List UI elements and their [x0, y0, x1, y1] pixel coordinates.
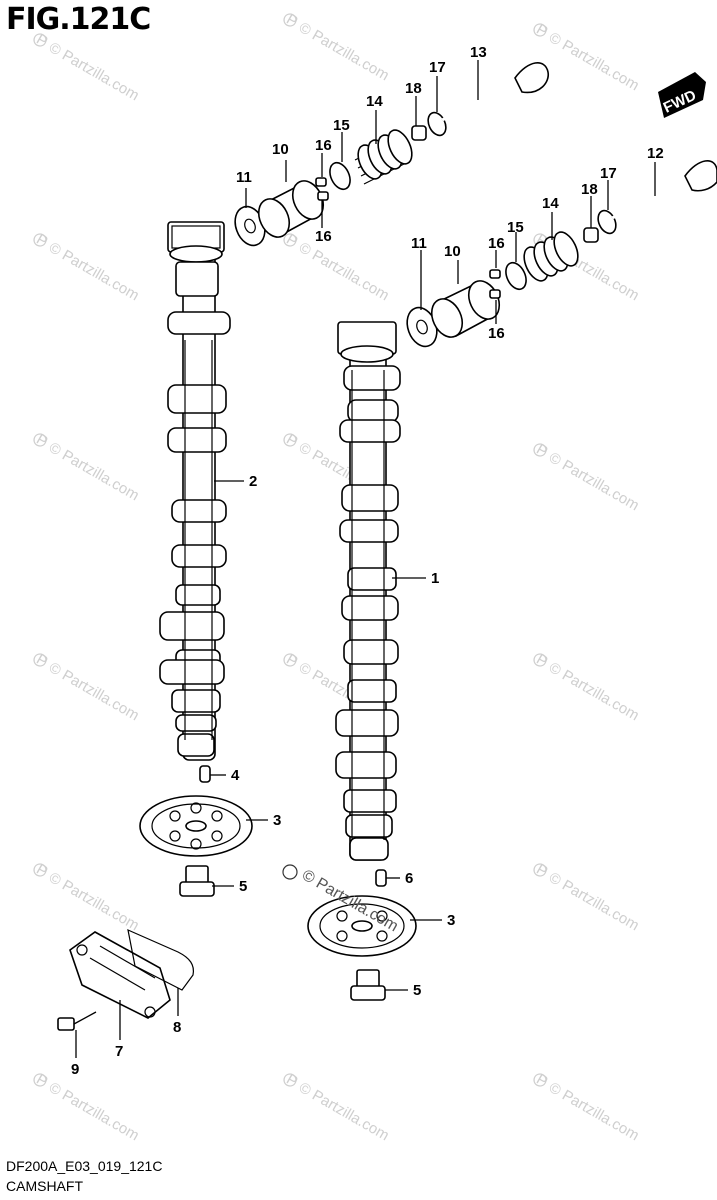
callout-10b: 10 — [444, 243, 461, 260]
callout-15a: 15 — [333, 117, 350, 134]
callout-15b: 15 — [507, 219, 524, 236]
callout-7: 7 — [115, 1043, 123, 1060]
pin-6 — [375, 869, 387, 887]
callout-9: 9 — [71, 1061, 79, 1078]
callout-17b: 17 — [600, 165, 617, 182]
callout-16a: 16 — [315, 137, 332, 154]
bolt-9 — [57, 1011, 97, 1031]
model-code: DF200A_E03_019_121C — [6, 1158, 163, 1174]
callout-16c: 16 — [488, 235, 505, 252]
callout-16d: 16 — [488, 325, 505, 342]
callout-5b: 5 — [413, 982, 421, 999]
callout-1: 1 — [431, 570, 439, 587]
figure-caption: CAMSHAFT — [6, 1178, 83, 1194]
callout-11b: 11 — [411, 235, 427, 252]
valve-train-lower — [406, 160, 717, 348]
callout-5a: 5 — [239, 878, 247, 895]
callouts: 1 2 3 3 4 5 5 6 7 8 9 10 10 11 11 12 13 — [71, 44, 664, 1078]
camshaft-exhaust — [159, 221, 231, 761]
callout-10a: 10 — [272, 141, 289, 158]
callout-6: 6 — [405, 870, 413, 887]
callout-14a: 14 — [366, 93, 383, 110]
figure-title: FIG.121C — [6, 2, 151, 37]
cover-7 — [69, 931, 171, 1019]
callout-3b: 3 — [447, 912, 455, 929]
callout-2: 2 — [249, 473, 257, 490]
callout-4: 4 — [231, 767, 240, 784]
camshaft-intake — [335, 321, 401, 861]
callout-13: 13 — [470, 44, 487, 61]
valve-train-upper — [234, 62, 549, 247]
callout-3a: 3 — [273, 812, 281, 829]
callout-14b: 14 — [542, 195, 559, 212]
gasket-8 — [127, 928, 195, 991]
callout-16b: 16 — [315, 228, 332, 245]
sprocket-right — [307, 895, 417, 957]
bolt-5-right — [350, 969, 386, 1001]
callout-12: 12 — [647, 145, 664, 162]
bolt-5-left — [179, 865, 215, 897]
fwd-direction-tag: FWD — [658, 72, 706, 118]
sprocket-left — [139, 795, 253, 857]
callout-18b: 18 — [581, 181, 598, 198]
callout-18a: 18 — [405, 80, 422, 97]
callout-11a: 11 — [236, 169, 252, 186]
callout-8: 8 — [173, 1019, 181, 1036]
callout-17a: 17 — [429, 59, 446, 76]
pin-4 — [199, 765, 211, 783]
